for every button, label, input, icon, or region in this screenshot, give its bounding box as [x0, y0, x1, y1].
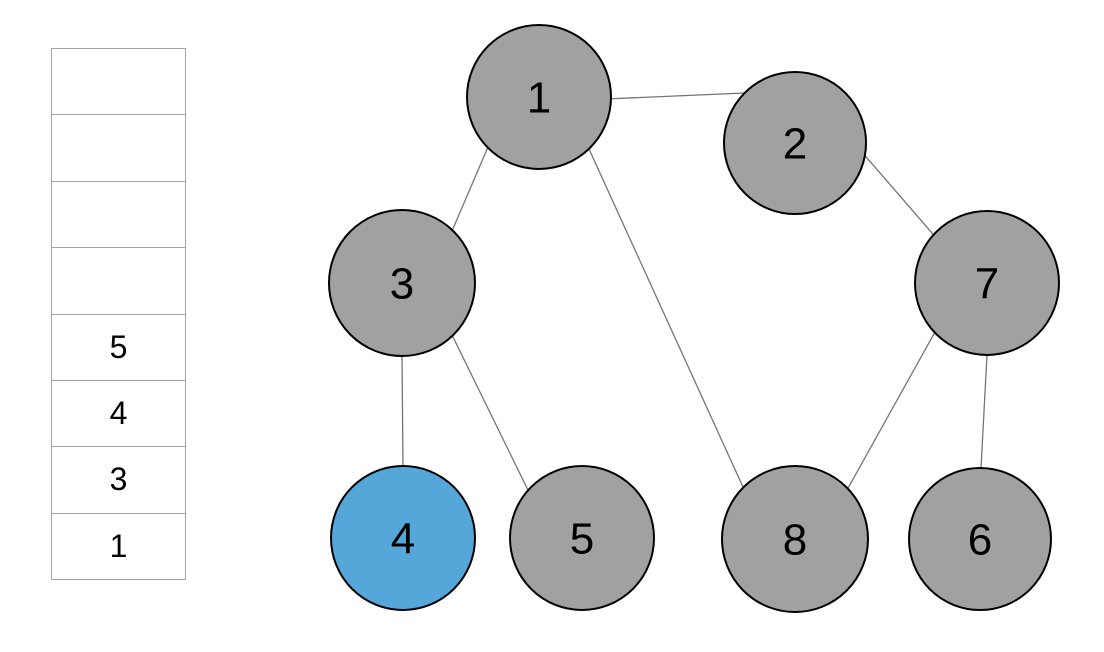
- stack: 5 4 3 1: [51, 48, 186, 580]
- graph-edge-3-5: [446, 324, 532, 497]
- stack-cell: 3: [52, 447, 185, 514]
- graph-node-circle-5[interactable]: [509, 465, 655, 611]
- stack-cell: [52, 115, 185, 182]
- graph-node-label-2: 2: [783, 119, 807, 168]
- graph-node-circle-1[interactable]: [466, 24, 612, 170]
- graph-node-label-8: 8: [783, 515, 807, 564]
- graph-node-3[interactable]: 3: [328, 209, 476, 357]
- graph-edge-7-8: [839, 319, 943, 503]
- graph-node-label-3: 3: [390, 259, 414, 308]
- graph-node-2[interactable]: 2: [723, 71, 867, 215]
- stack-cell: 1: [52, 513, 185, 579]
- graph-edge-1-8: [582, 135, 750, 501]
- graph-edge-7-6: [979, 340, 989, 483]
- stack-cell: [52, 248, 185, 315]
- stack-cell: [52, 181, 185, 249]
- graph-node-circle-7[interactable]: [914, 210, 1060, 356]
- graph-node-6[interactable]: 6: [908, 467, 1052, 611]
- graph-node-8[interactable]: 8: [721, 465, 869, 613]
- graph-node-circle-2[interactable]: [723, 71, 867, 215]
- stack-cell: 4: [52, 380, 185, 448]
- graph-node-4[interactable]: 4: [330, 465, 476, 611]
- graph-node-label-4: 4: [391, 514, 415, 563]
- graph-node-5[interactable]: 5: [509, 465, 655, 611]
- graph-edge-2-7: [857, 146, 942, 245]
- graph-node-7[interactable]: 7: [914, 210, 1060, 356]
- graph-node-circle-3[interactable]: [328, 209, 476, 357]
- graph-node-circle-6[interactable]: [908, 467, 1052, 611]
- graph-edge-1-3: [445, 133, 495, 245]
- stack-cell: 5: [52, 314, 185, 381]
- graph-node-label-5: 5: [570, 514, 594, 563]
- graph-node-circle-8[interactable]: [721, 465, 869, 613]
- graph-node-1[interactable]: 1: [466, 24, 612, 170]
- graph-node-circle-4[interactable]: [330, 465, 476, 611]
- graph-edge-3-4: [401, 340, 404, 482]
- graph-node-label-6: 6: [968, 515, 992, 564]
- graph-node-label-1: 1: [527, 73, 551, 122]
- graph-edge-1-2: [590, 91, 760, 101]
- stack-cell: [52, 49, 185, 116]
- graph-node-label-7: 7: [975, 259, 999, 308]
